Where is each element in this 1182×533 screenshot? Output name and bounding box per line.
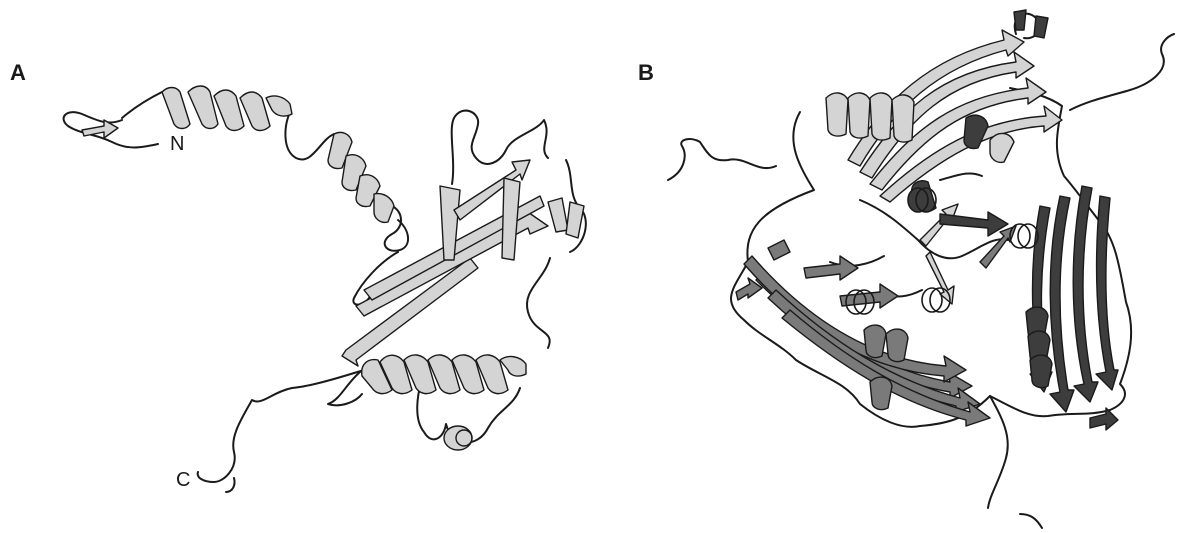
coil-lower-left [328,372,362,405]
helix-a1 [162,86,292,131]
coil-b-top-right-tail [1070,34,1174,110]
coil-b-left-tail [668,139,776,180]
coil-right-lower-loop [527,258,550,348]
coil-helix1-to-helix2 [285,112,334,160]
helix-a3 [362,355,526,394]
panel-a-monomer-ribbon: N C [64,86,586,492]
coil-n-to-helix1 [122,92,162,118]
coil-c-terminal-tail [198,370,364,492]
helix-a2 [328,132,394,222]
helix-a4 [444,426,472,450]
subunit-b-light [826,30,1062,304]
c-terminus-label: C [176,469,190,491]
panel-b-trimer-ribbon [668,10,1174,528]
n-terminus-label: N [170,133,184,155]
coil-top-loops [452,111,548,184]
subunit-b-medium [736,226,1016,426]
